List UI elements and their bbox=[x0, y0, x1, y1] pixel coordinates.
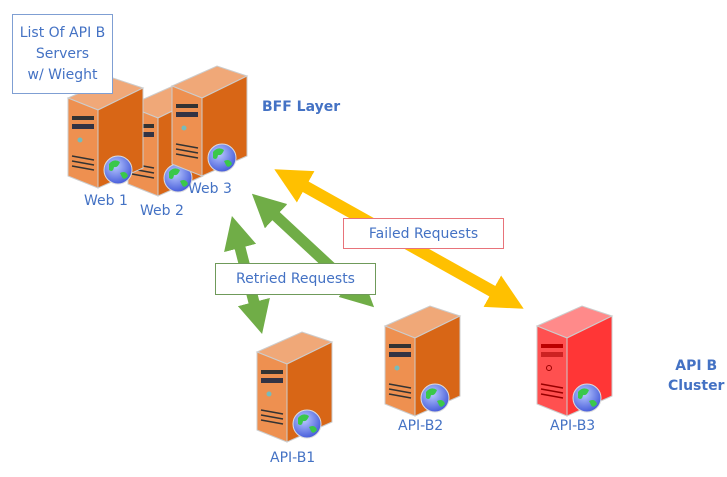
server-web-3-icon bbox=[171, 65, 248, 177]
server-web-1-icon bbox=[67, 77, 144, 189]
api-b3-label: API-B3 bbox=[550, 418, 596, 434]
retried-requests-label: Retried Requests bbox=[215, 263, 376, 295]
server-list-note: List Of API B Servers w/ Wieght bbox=[12, 14, 113, 94]
server-api-b2-icon bbox=[384, 305, 461, 417]
failed-requests-label: Failed Requests bbox=[343, 218, 504, 249]
server-api-b3-failed-icon bbox=[536, 305, 613, 417]
bff-layer-label: BFF Layer bbox=[262, 99, 341, 115]
note-line: Servers bbox=[35, 45, 90, 62]
api-b1-label: API-B1 bbox=[270, 450, 316, 466]
web-2-label: Web 2 bbox=[140, 203, 184, 219]
api-cluster-label: API B Cluster bbox=[668, 356, 724, 396]
web-1-label: Web 1 bbox=[84, 193, 128, 209]
note-line: List Of API B bbox=[19, 24, 106, 41]
note-line: w/ Wieght bbox=[27, 66, 98, 83]
web-3-label: Web 3 bbox=[188, 181, 232, 197]
api-cluster-line: API B bbox=[675, 358, 718, 374]
api-cluster-line: Cluster bbox=[668, 378, 725, 394]
api-b2-label: API-B2 bbox=[398, 418, 444, 434]
server-api-b1-icon bbox=[256, 331, 333, 443]
